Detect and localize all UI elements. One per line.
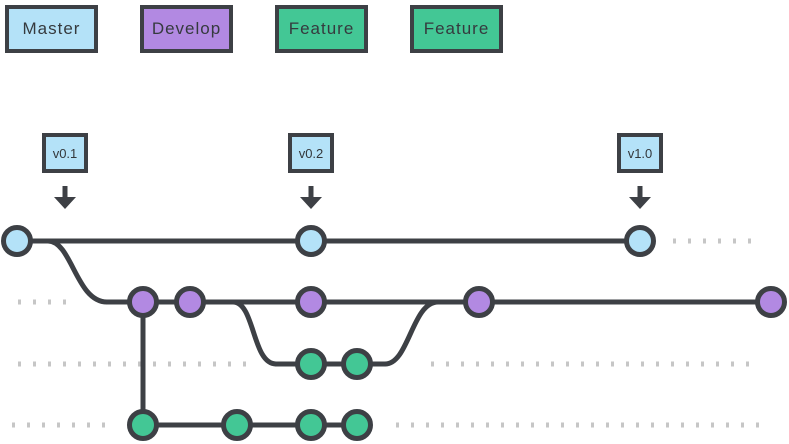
legend-box-feature-2: Feature [410,5,503,53]
commit-node-feature-1 [295,348,327,380]
commit-node-feature-1 [341,348,373,380]
tag-arrow-head-icon [300,197,322,209]
commit-node-develop [755,286,787,318]
develop-to-feature1-branch-curve [230,299,279,367]
tag-v1-0: v1.0 [617,133,663,173]
master-to-develop-curve [45,238,110,305]
legend-box-master: Master [5,5,98,53]
legend-box-develop: Develop [140,5,233,53]
commit-node-develop [463,286,495,318]
tag-arrow-head-icon [629,197,651,209]
tag-v0-2: v0.2 [288,133,334,173]
commit-node-master [1,225,33,257]
commit-node-feature-2 [127,409,159,441]
commit-node-develop [127,286,159,318]
commit-node-develop [295,286,327,318]
commit-node-master [295,225,327,257]
commit-node-feature-2 [295,409,327,441]
commit-node-develop [174,286,206,318]
commit-node-feature-2 [341,409,373,441]
tag-v0-1: v0.1 [42,133,88,173]
legend-box-feature-1: Feature [275,5,368,53]
tag-arrows [54,186,651,209]
tag-arrow-head-icon [54,197,76,209]
commit-node-feature-2 [221,409,253,441]
commit-node-master [624,225,656,257]
feature1-merge-curve [382,299,441,367]
